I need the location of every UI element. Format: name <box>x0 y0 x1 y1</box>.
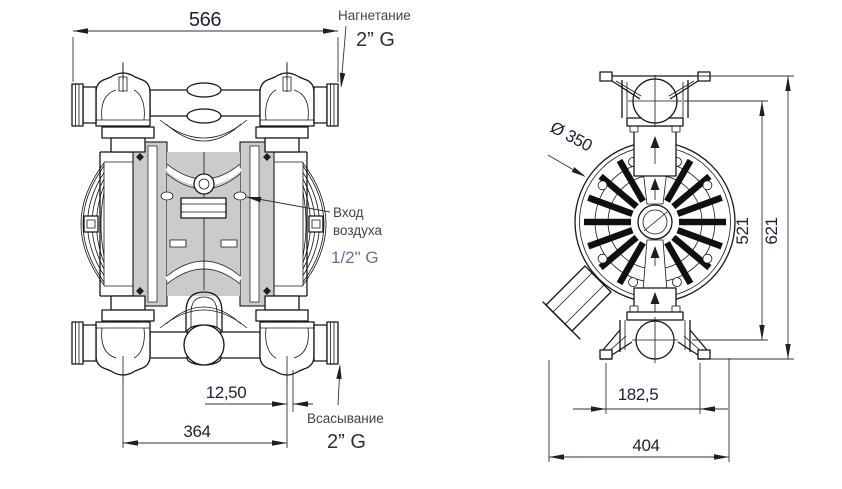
housing-spokes <box>584 158 726 286</box>
dim-foot-spacing: 182,5 <box>573 363 728 414</box>
center-body <box>132 119 275 329</box>
label-suction-name: Всасывание <box>307 411 384 426</box>
air-inlet-boss <box>233 191 247 201</box>
housing-bolts <box>597 156 713 288</box>
label-suction: Всасывание 2” G <box>307 363 384 453</box>
center-drain <box>185 291 223 332</box>
dim-suction-offset-value: 12,50 <box>206 383 247 402</box>
center-hub-bolt <box>193 173 215 195</box>
dim-foot-spacing-value: 182,5 <box>618 385 659 404</box>
bottom-ball-valve <box>183 324 225 366</box>
top-flange-assembly <box>599 71 711 177</box>
shell-hub-left <box>83 215 99 233</box>
dim-port-spacing-value: 364 <box>183 422 210 441</box>
discharge-port-right <box>259 64 339 127</box>
label-air-inlet-line1: Вход <box>333 205 364 220</box>
dim-port-center-height-value: 521 <box>733 217 752 244</box>
front-view <box>71 62 339 384</box>
suction-port-right <box>259 321 339 384</box>
dim-suction-offset: 12,50 <box>205 370 313 448</box>
label-air-inlet-thread: 1/2" G <box>331 248 379 267</box>
label-air-inlet-line2: воздуха <box>333 223 382 238</box>
label-air-inlet: Вход воздуха 1/2" G <box>245 194 382 267</box>
dim-overall-width-value: 566 <box>189 9 221 31</box>
dim-port-center-height: 521 <box>684 100 768 341</box>
discharge-manifold <box>149 82 261 124</box>
label-discharge-thread: 2” G <box>356 29 395 51</box>
label-discharge-name: Нагнетание <box>338 8 411 23</box>
dim-overall-depth-value: 404 <box>632 436 659 455</box>
shell-hub-right <box>308 215 324 233</box>
muffler <box>542 265 612 340</box>
dim-overall-height: 621 <box>694 75 794 360</box>
dim-overall-width: 566 <box>72 9 339 82</box>
label-discharge: Нагнетание 2” G <box>338 8 411 89</box>
label-suction-thread: 2” G <box>327 431 366 453</box>
bottom-flange-assembly <box>599 287 711 363</box>
dim-overall-height-value: 621 <box>762 217 781 244</box>
dim-overall-depth: 404 <box>548 358 730 462</box>
side-view <box>542 71 736 363</box>
dim-port-spacing: 364 <box>122 377 287 448</box>
discharge-port-left <box>71 64 151 127</box>
